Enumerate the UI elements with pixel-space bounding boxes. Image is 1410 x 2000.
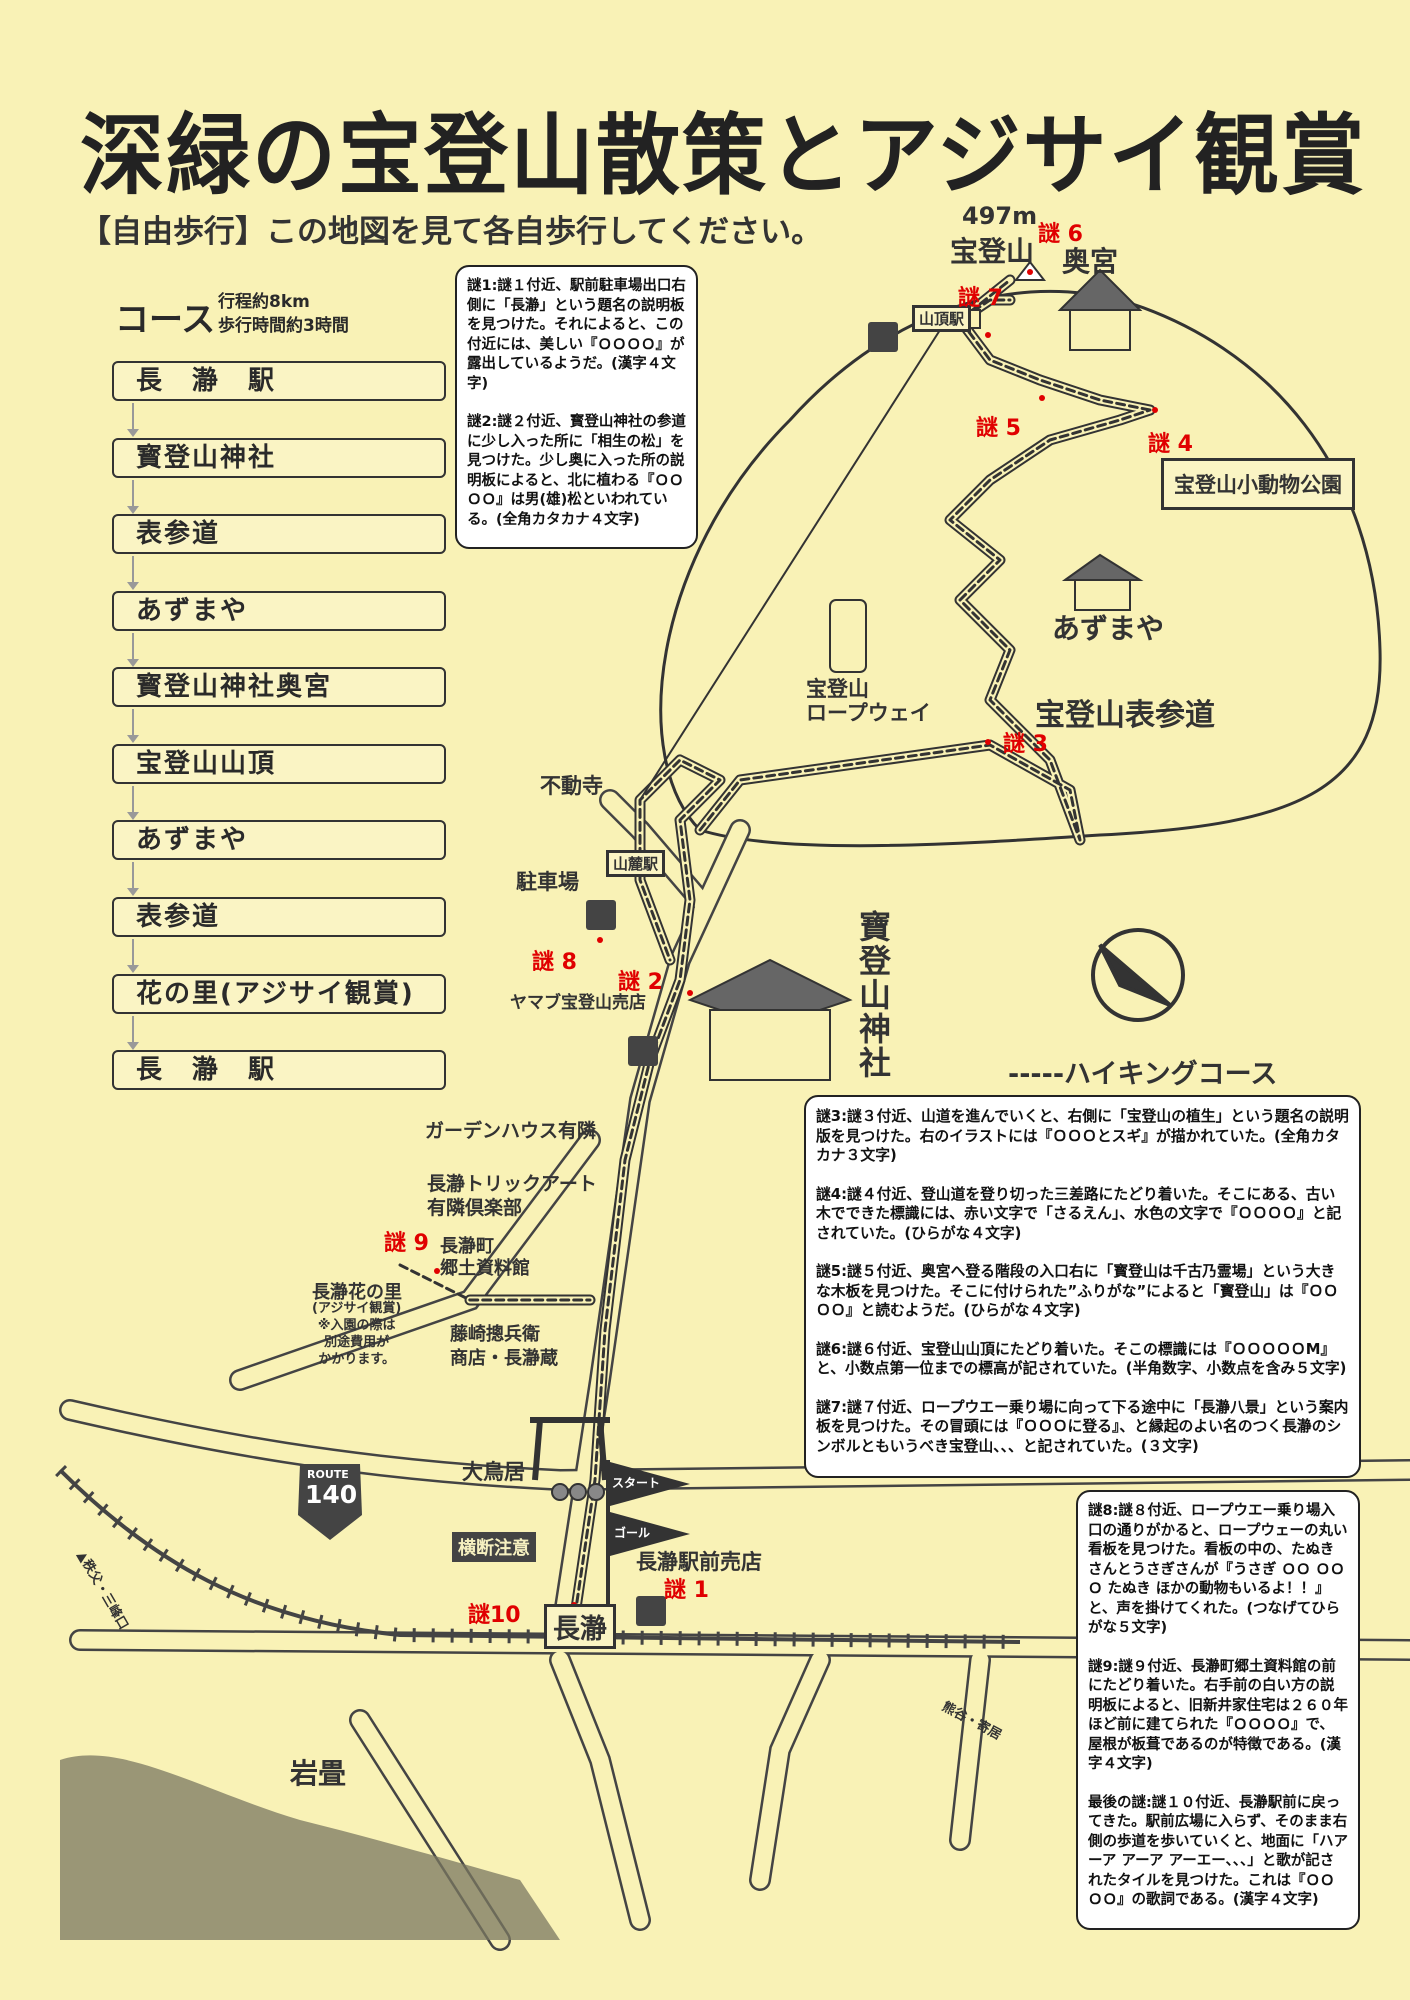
zoo-label: 宝登山小動物公園 <box>1161 458 1355 510</box>
riddle-8: 謎8:謎８付近、ロープウエー乗り場入口の通りがかると、ロープウェーの丸い看板を見… <box>1088 1503 1348 1636</box>
riddle-10: 最後の謎:謎１０付近、長瀞駅前に戻ってきた。駅前広場に入らず、そのまま右側の歩道… <box>1088 1794 1348 1909</box>
marker-riddle-2: 謎 2 <box>618 970 663 995</box>
riddle-box-1-2: 謎1:謎１付近、駅前駐車場出口右側に「長瀞」という題名の説明板を見つけた。それに… <box>455 265 698 549</box>
base-station-label: 山麓駅 <box>606 850 666 877</box>
yamabu-shop-label: ヤマブ宝登山売店 <box>510 993 646 1013</box>
azumaya-label: あずまや <box>1052 612 1165 645</box>
down-arrow-icon <box>127 480 139 514</box>
subtitle: 【自由歩行】この地図を見て各自歩行してください。 <box>80 214 823 250</box>
riddle-3: 謎3:謎３付近、山道を進んでいくと、右側に「宝登山の植生」という題名の説明版を見… <box>816 1108 1349 1164</box>
riddle-7: 謎7:謎７付近、ロープウエー乗り場に向って下る途中に「長瀞八景」という案内板を見… <box>816 1398 1349 1455</box>
torii-label: 大鳥居 <box>462 1460 525 1484</box>
down-arrow-icon <box>127 403 139 437</box>
flower-village-label: 長瀞花の里 <box>312 1282 402 1303</box>
ropeway-line <box>639 329 941 801</box>
course-step: 長 瀞 駅 <box>112 1050 446 1090</box>
goal-flag-label: ゴール <box>614 1526 651 1540</box>
riddle-box-3-7: 謎3:謎３付近、山道を進んでいくと、右側に「宝登山の植生」という題名の説明版を見… <box>804 1095 1361 1478</box>
down-arrow-icon <box>127 709 139 743</box>
route-shield <box>298 1464 362 1540</box>
okumiya-label: 奥宮 <box>1062 245 1119 278</box>
course-step: 花の里(アジサイ観賞) <box>112 974 446 1014</box>
riddle-9: 謎9:謎９付近、長瀞町郷土資料館の前にたどり着いた。右手前の白い方の説明板による… <box>1088 1658 1348 1773</box>
course-time: 歩行時間約3時間 <box>218 316 349 336</box>
station-label: 長瀞 <box>544 1604 616 1649</box>
crossing-caution-label: 横断注意 <box>452 1532 536 1562</box>
route-word: ROUTE <box>307 1468 349 1481</box>
hiking-course-legend: -----ハイキングコース <box>1008 1059 1278 1090</box>
start-flag-label: スタート <box>612 1476 661 1490</box>
trick-art-label: 長瀞トリックアート 有隣倶楽部 <box>427 1173 597 1219</box>
down-arrow-icon <box>127 1016 139 1050</box>
course-meta: 行程約8km 歩行時間約3時間 <box>218 290 349 338</box>
riddle-box-8-10: 謎8:謎８付近、ロープウエー乗り場入口の通りがかると、ロープウェーの丸い看板を見… <box>1076 1490 1360 1930</box>
summit-label: 宝登山 <box>950 235 1035 268</box>
buildings <box>530 268 1144 1501</box>
summit-elevation: 497m <box>962 202 1038 230</box>
parking-label: 駐車場 <box>516 870 579 894</box>
marker-riddle-9: 謎 9 <box>384 1231 429 1256</box>
rock-area <box>60 1755 560 1940</box>
down-arrow-icon <box>127 633 139 667</box>
down-arrow-icon <box>127 786 139 820</box>
marker-riddle-5: 謎 5 <box>976 416 1021 441</box>
riddle-5: 謎5:謎５付近、奥宮へ登る階段の入口右に「寳登山は千古乃霊場」という大きな木板を… <box>816 1263 1339 1319</box>
summit-station-label: 山頂駅 <box>912 305 972 332</box>
flags <box>606 1460 690 1610</box>
flower-village-note: (アジサイ観賞) ※入園の際は 別途費用が かかります。 <box>312 1301 402 1367</box>
riddle-4: 謎4:謎４付近、登山道を登り切った三差路にたどり着いた。そこにある、古い木ででき… <box>816 1185 1342 1242</box>
course-step: あずまや <box>112 820 446 860</box>
course-step: あずまや <box>112 591 446 631</box>
course-label: コース <box>115 300 216 340</box>
riddle-2: 謎2:謎２付近、寳登山神社の参道に少し入った所に「相生の松」を見つけた。少し奥に… <box>467 414 686 528</box>
marker-riddle-7: 謎 7 <box>958 286 1003 311</box>
course-step: 寳登山神社奥宮 <box>112 667 446 707</box>
shrine-label: 寶登山神社 <box>854 910 892 1080</box>
marker-riddle-3: 謎 3 <box>1003 732 1048 757</box>
page-title: 深緑の宝登山散策とアジサイ観賞 <box>80 103 1367 207</box>
marker-riddle-8: 謎 8 <box>532 950 577 975</box>
marker-riddle-1: 謎 1 <box>664 1578 709 1603</box>
marker-riddle-4: 謎 4 <box>1148 432 1193 457</box>
marker-riddle-6: 謎 6 <box>1038 222 1083 247</box>
riddle-6: 謎6:謎６付近、宝登山山頂にたどり着いた。そこの標識には『ＯＯＯＯＯM』と、小数… <box>816 1340 1347 1378</box>
course-distance: 行程約8km <box>218 292 310 312</box>
toilet-icons <box>586 322 898 1626</box>
course-step: 長 瀞 駅 <box>112 361 446 401</box>
compass-icon <box>1091 928 1185 1022</box>
ropeway-label: 宝登山 ロープウェイ <box>806 677 931 725</box>
course-step: 表参道 <box>112 514 446 554</box>
down-arrow-icon <box>127 939 139 973</box>
route-number: 140 <box>305 1480 358 1509</box>
down-arrow-icon <box>127 556 139 590</box>
riddle-1: 謎1:謎１付近、駅前駐車場出口右側に「長瀞」という題名の説明板を見つけた。それに… <box>467 278 686 392</box>
course-step: 表参道 <box>112 897 446 937</box>
railway <box>55 1465 1021 1649</box>
omotesando-label: 宝登山表参道 <box>1035 698 1215 733</box>
down-arrow-icon <box>127 862 139 896</box>
course-step: 寳登山神社 <box>112 438 446 478</box>
hiking-course <box>398 274 1156 1621</box>
station-shop-label: 長瀞駅前売店 <box>636 1550 762 1574</box>
course-step: 宝登山山頂 <box>112 744 446 784</box>
iwadatami-label: 岩畳 <box>290 1757 347 1790</box>
mountain-outline <box>659 289 1382 848</box>
marker-riddle-10: 謎10 <box>468 1603 521 1628</box>
museum-label: 長瀞町 郷土資料館 <box>440 1236 530 1279</box>
fujisaki-label: 藤崎摠兵衛 商店・長瀞蔵 <box>450 1324 558 1369</box>
garden-house-label: ガーデンハウス有隣 <box>425 1120 597 1142</box>
fudoji-label: 不動寺 <box>540 774 603 798</box>
